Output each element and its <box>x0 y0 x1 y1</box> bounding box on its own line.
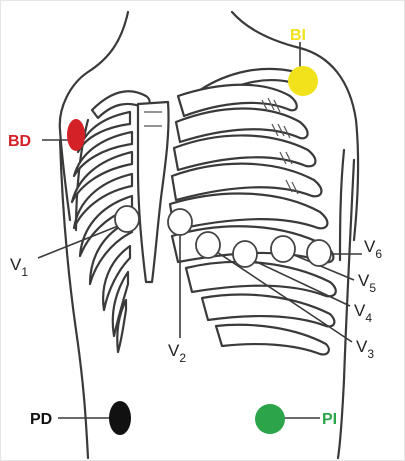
label-bd: BD <box>8 133 31 150</box>
electrode-pd <box>109 401 131 435</box>
label-pd: PD <box>30 411 52 428</box>
electrode-v2 <box>168 209 192 235</box>
electrode-pi <box>255 404 285 434</box>
electrode-bd <box>67 119 85 151</box>
electrode-v4 <box>233 241 257 267</box>
label-bi: BI <box>290 27 306 44</box>
electrode-v3 <box>196 232 220 258</box>
label-pi: PI <box>322 411 337 428</box>
electrode-v6 <box>307 240 331 266</box>
electrode-v1 <box>115 206 139 232</box>
electrode-v5 <box>271 236 295 262</box>
electrode-bi <box>288 66 318 96</box>
